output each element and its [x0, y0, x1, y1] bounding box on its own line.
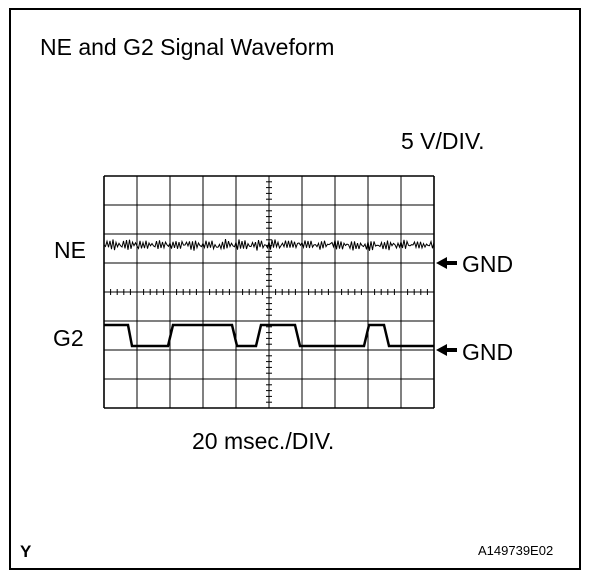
g2-waveform — [104, 323, 434, 348]
figure-id: A149739E02 — [478, 543, 554, 558]
corner-mark: Y — [20, 542, 32, 561]
ground-label-g2: GND — [462, 339, 514, 365]
ground-label-ne: GND — [462, 251, 514, 277]
diagram-title: NE and G2 Signal Waveform — [40, 34, 335, 60]
ne-waveform — [103, 239, 435, 251]
arrow-left-icon — [436, 257, 457, 269]
channel-label-ne: NE — [54, 237, 86, 263]
vertical-scale-label: 5 V/DIV. — [401, 128, 485, 154]
arrow-left-icon — [436, 344, 457, 356]
time-scale-label: 20 msec./DIV. — [192, 428, 335, 454]
channel-label-g2: G2 — [53, 325, 84, 351]
figure-frame — [9, 8, 581, 570]
scope-axis-ticks — [103, 175, 435, 409]
